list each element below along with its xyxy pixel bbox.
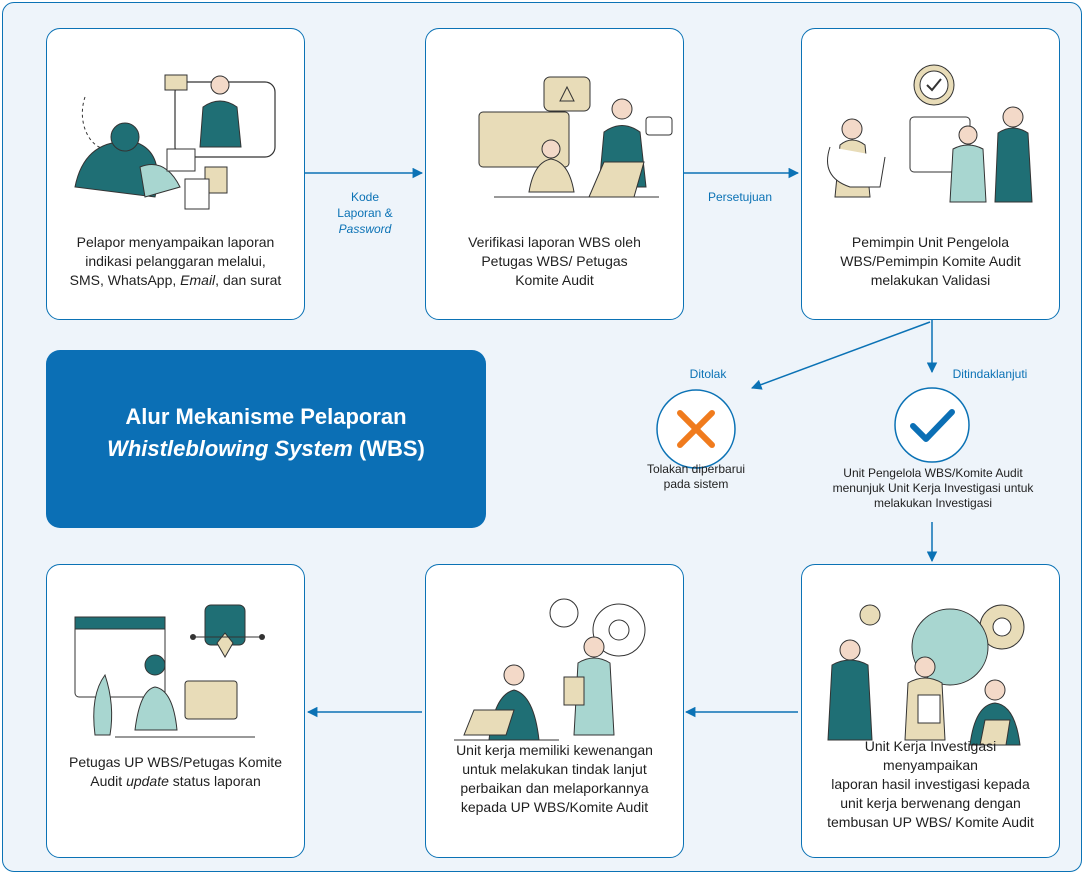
step-1-text: Pelapor menyampaikan laporan indikasi pe… bbox=[69, 234, 282, 288]
arrow-step3-rejected bbox=[751, 321, 931, 390]
step-card-2: Verifikasi laporan WBS oleh Petugas WBS/… bbox=[425, 28, 684, 320]
reporter-illustration bbox=[74, 74, 276, 210]
edge-label-kode: Kode Laporan & Password bbox=[337, 190, 393, 236]
title-line-1: Alur Mekanisme Pelaporan bbox=[125, 404, 407, 429]
edge-label-ditindaklanjuti: Ditindaklanjuti bbox=[952, 367, 1028, 381]
step-card-4: Unit Kerja Investigasi menyampaikan lapo… bbox=[801, 564, 1060, 858]
verification-illustration bbox=[478, 76, 673, 198]
edge-label-ditolak: Ditolak bbox=[689, 367, 727, 381]
approved-text: Unit Pengelola WBS/Komite Audit menunjuk… bbox=[832, 466, 1034, 510]
edge-label-persetujuan: Persetujuan bbox=[707, 190, 773, 204]
step-card-6: Petugas UP WBS/Petugas Komite Audit upda… bbox=[46, 564, 305, 858]
step-5-text: Unit kerja memiliki kewenangan untuk mel… bbox=[456, 742, 653, 815]
step-4-text: Unit Kerja Investigasi menyampaikan lapo… bbox=[827, 738, 1034, 830]
rejected-text: Tolakan diperbarui pada sistem bbox=[646, 462, 746, 491]
step-3-text: Pemimpin Unit Pengelola WBS/Pemimpin Kom… bbox=[840, 234, 1021, 288]
title-line-2: Whistleblowing System (WBS) bbox=[107, 436, 425, 461]
step-6-text: Petugas UP WBS/Petugas Komite Audit upda… bbox=[69, 754, 282, 789]
status-update-illustration bbox=[74, 604, 265, 738]
check-icon bbox=[894, 387, 970, 463]
validation-illustration bbox=[827, 64, 1033, 203]
step-2-text: Verifikasi laporan WBS oleh Petugas WBS/… bbox=[468, 234, 641, 288]
step-card-5: Unit kerja memiliki kewenangan untuk mel… bbox=[425, 564, 684, 858]
follow-up-illustration bbox=[454, 598, 646, 741]
x-icon bbox=[656, 389, 736, 469]
investigation-illustration bbox=[827, 604, 1025, 746]
step-card-1: Pelapor menyampaikan laporan indikasi pe… bbox=[46, 28, 305, 320]
step-card-3: Pemimpin Unit Pengelola WBS/Pemimpin Kom… bbox=[801, 28, 1060, 320]
diagram-title-box: Alur Mekanisme Pelaporan Whistleblowing … bbox=[46, 350, 486, 528]
